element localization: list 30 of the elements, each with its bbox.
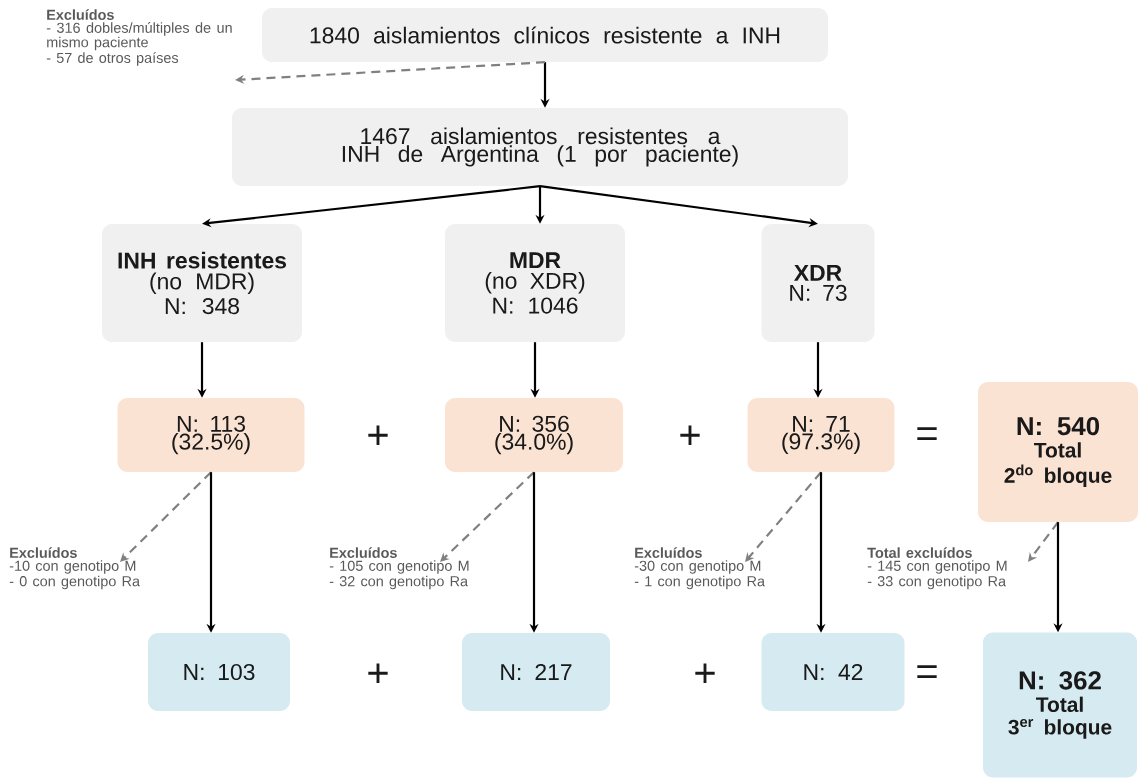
operator-sign: + [695,663,715,683]
exclusion-note: Excluídos - 105 con genotipo M - 32 con genotipo Ra [329,547,469,590]
exclusion-note: Excluídos -30 con genotipo M - 1 con genotipo Ra [634,547,765,590]
dashed-arrow [120,471,212,562]
category-box: INH resistentes (no MDR) N: 348 [102,224,302,342]
exclusion-note: Excluídos -10 con genotipo M - 0 con genotipo Ra [9,547,140,590]
arrow [202,185,541,228]
category-box: XDR N: 73 [761,224,875,342]
dashed-arrow [745,471,822,562]
process-box: N: 217 [462,633,610,711]
dashed-arrow [440,471,535,562]
process-box: 1840 aislamientos clínicos resistente a INH [262,8,828,62]
exclusion-note: Excluídos - 316 dobles/múltiples de un mismo paciente - 57 de otros países [46,9,232,66]
process-box: N: 356 (34.0%) [445,398,623,472]
operator-sign: + [368,663,388,683]
dashed-arrow [235,61,546,85]
operator-sign: + [368,425,388,445]
process-box: N: 103 [148,633,290,711]
total-box: N: 540 Total 2$^{do}$ bloque [978,382,1138,522]
total-box: N: 362 Total 3$^{er}$ bloque [983,632,1137,778]
process-box: N: 113 (32.5%) [117,398,305,472]
process-box: N: 71 (97.3%) [747,398,895,472]
operator-sign: + [680,425,700,445]
exclusion-note: Total excluídos - 145 con genotipo M - 33 con genotipo Ra [867,547,1007,590]
operator-sign: = [917,427,937,441]
dashed-arrow [1028,521,1059,562]
process-box: N: 42 [761,633,905,711]
category-box: MDR (no XDR) N: 1046 [445,224,625,342]
operator-sign: = [917,665,937,679]
process-box: 1467 aislamientos resistentes a INH de Argentina (1 por paciente) [232,108,848,186]
